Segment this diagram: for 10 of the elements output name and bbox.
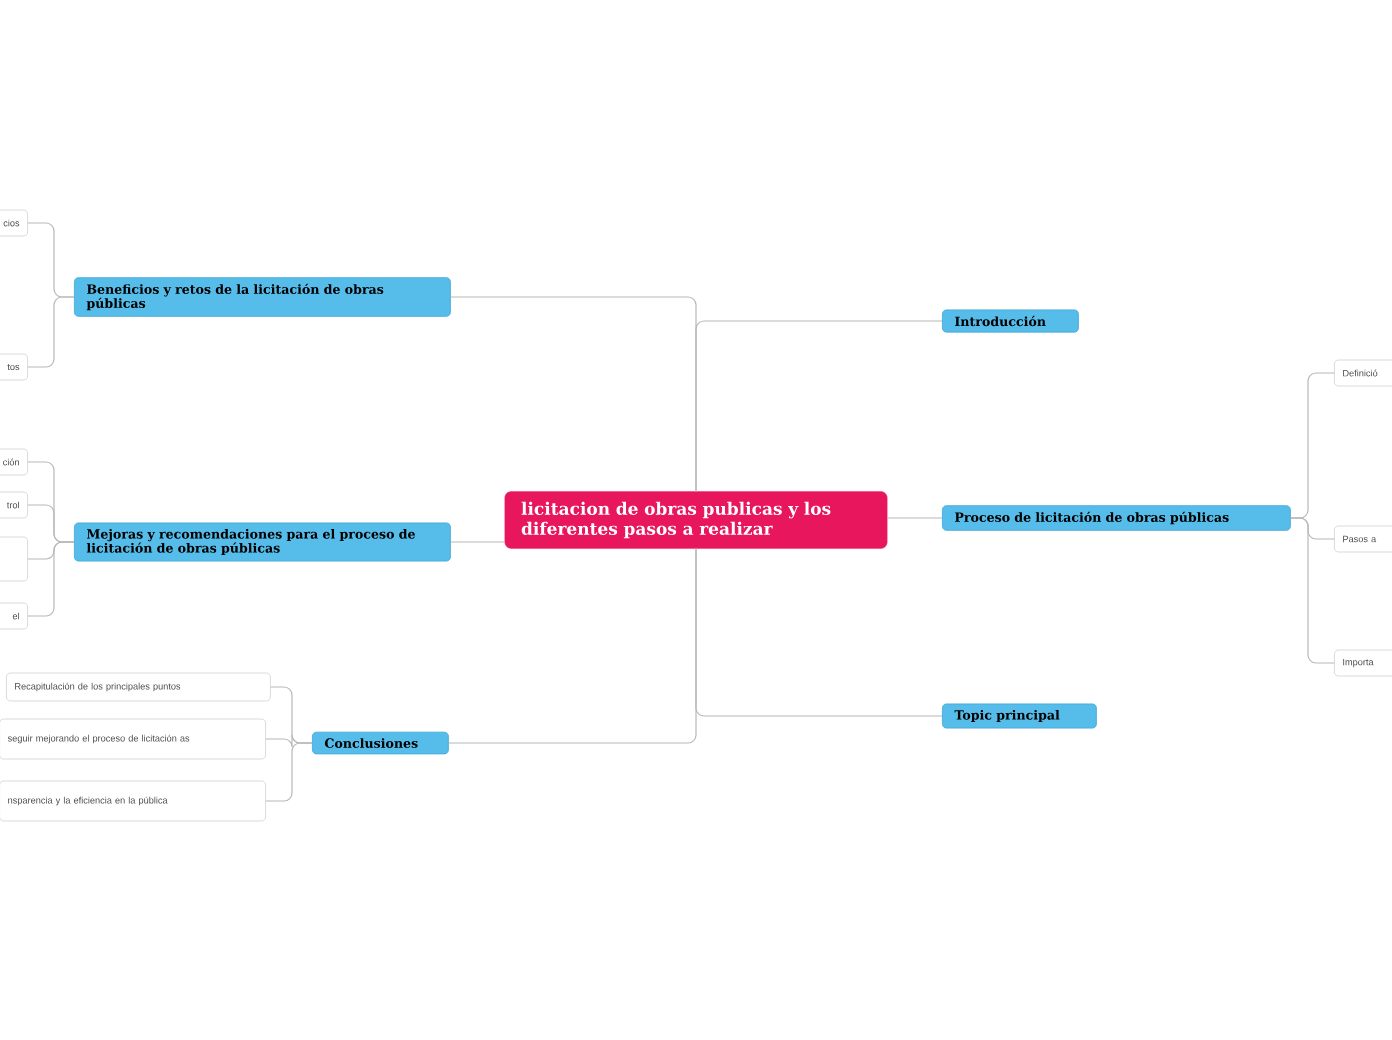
connector-line xyxy=(695,320,943,492)
connector-line xyxy=(27,296,75,368)
connector-line xyxy=(265,742,313,802)
connector-line xyxy=(27,541,75,617)
connector-line xyxy=(1290,517,1335,664)
connector-line xyxy=(450,541,506,543)
central-topic-box: licitacion de obras publicas y los diferentes pasos a realizar xyxy=(504,491,888,549)
connector-line xyxy=(886,517,943,519)
empty-box xyxy=(0,536,28,582)
connector-line xyxy=(695,548,943,717)
